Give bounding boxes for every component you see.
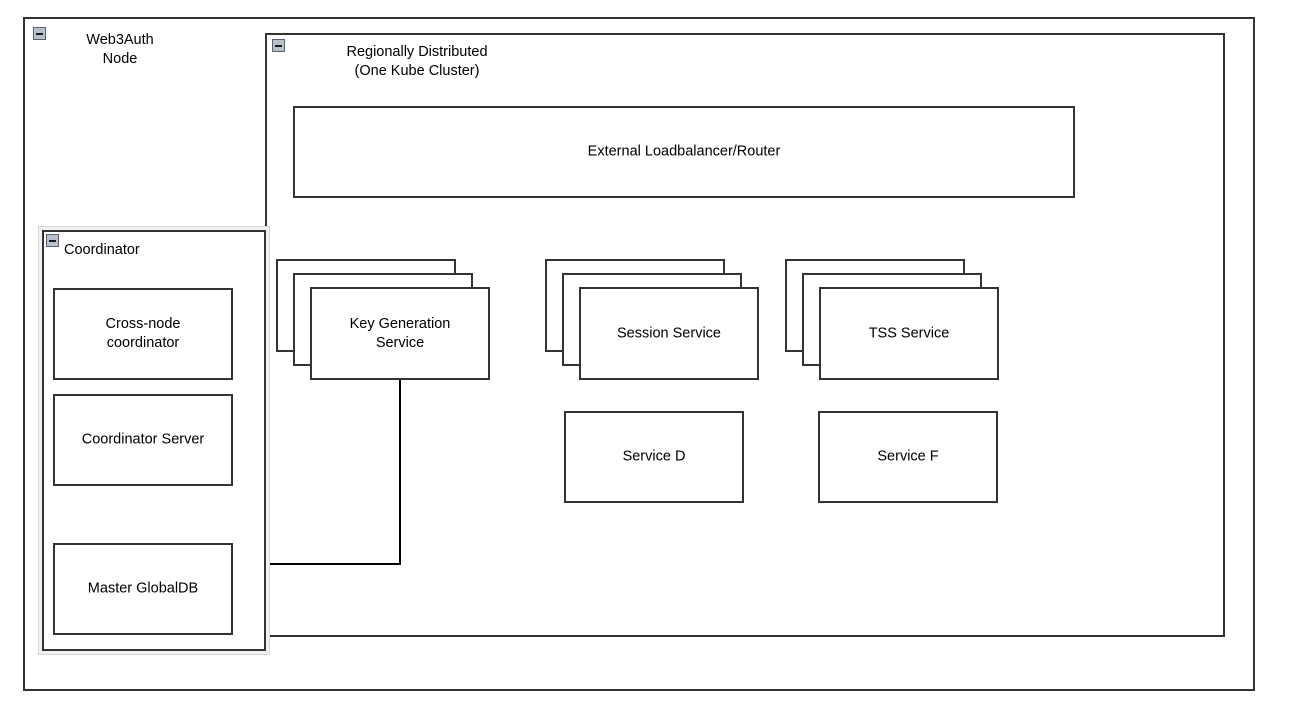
box-label-cross-node-coordinator: Cross-node coordinator [105,316,181,351]
box-label-coordinator-server: Coordinator Server [81,431,205,448]
box-service-d[interactable]: Service D [564,411,744,503]
container-title-web3auth-node: Web3Auth Node [86,32,154,67]
box-external-loadbalancer-router[interactable]: External Loadbalancer/Router [293,106,1075,198]
box-master-globaldb[interactable]: Master GlobalDB [53,543,233,635]
collapse-minus-icon-coordinator[interactable] [46,234,59,247]
stack-layer-front[interactable]: TSS Service [819,287,999,380]
box-cross-node-coordinator[interactable]: Cross-node coordinator [53,288,233,380]
stack-layer-front[interactable]: Key Generation Service [310,287,490,380]
collapse-minus-icon-web3auth-node[interactable] [33,27,46,40]
box-label-service-d: Service D [622,448,686,465]
box-label-key-generation-service: Key Generation Service [349,315,451,351]
stack-layer-front[interactable]: Session Service [579,287,759,380]
box-service-f[interactable]: Service F [818,411,998,503]
box-label-master-globaldb: Master GlobalDB [87,580,199,597]
container-title-regionally-distributed: Regionally Distributed (One Kube Cluster… [346,44,488,79]
stack-session-service[interactable]: Session Service [545,259,759,380]
box-label-external-loadbalancer-router: External Loadbalancer/Router [587,143,781,160]
connector-horizontal-segment [244,563,401,565]
collapse-minus-icon-regionally-distributed[interactable] [272,39,285,52]
container-title-coordinator: Coordinator [64,242,140,258]
box-label-tss-service: TSS Service [868,325,950,341]
box-label-session-service: Session Service [617,325,721,341]
box-label-service-f: Service F [877,448,939,465]
stack-key-generation-service[interactable]: Key Generation Service [276,259,490,380]
box-coordinator-server[interactable]: Coordinator Server [53,394,233,486]
connector-vertical-segment [399,380,401,565]
stack-tss-service[interactable]: TSS Service [785,259,999,380]
